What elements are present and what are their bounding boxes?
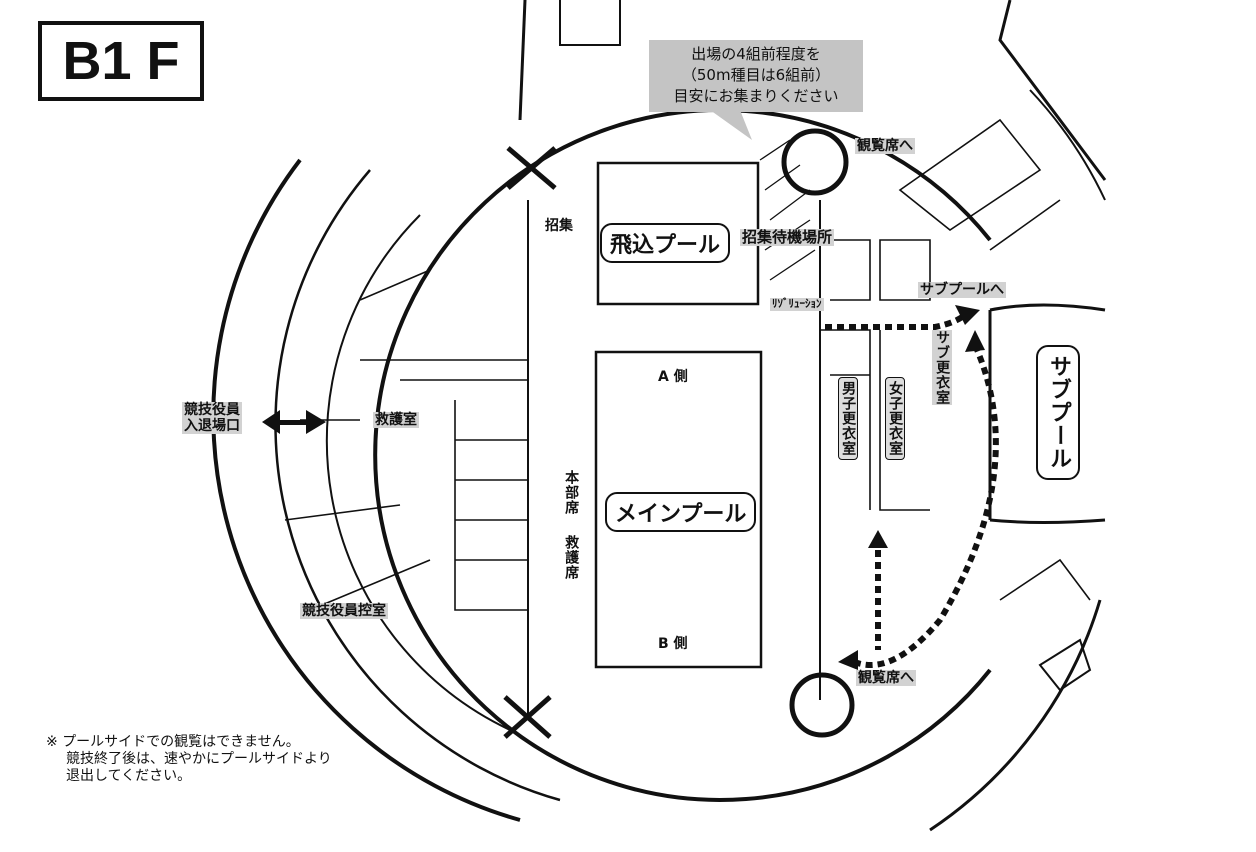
label-hq-seats: 本部席	[563, 470, 580, 515]
label-officials-entrance-line1: 競技役員	[184, 402, 240, 418]
label-womens-changing-room: 女子更衣室	[885, 377, 906, 460]
callout-line: （50m種目は6組前）	[681, 66, 831, 84]
label-officials-entrance: 競技役員 入退場口	[182, 402, 242, 435]
label-spectator-seats-top: 観覧席へ	[855, 138, 915, 155]
callout-line: 出場の4組前程度を	[691, 45, 821, 63]
note-mark: ※	[46, 734, 58, 750]
arrow-head-icon	[868, 530, 888, 548]
arrow-head-icon	[955, 305, 980, 325]
closed-x-icon	[503, 695, 552, 739]
route-to-sub-pool	[825, 312, 999, 668]
label-mens-changing-room: 男子更衣室	[838, 377, 859, 460]
label-officials-waiting-room: 競技役員控室	[300, 603, 388, 620]
diving-pool-name: 飛込プール	[600, 223, 731, 263]
sub-pool-outline	[988, 303, 1106, 524]
note-line2: 競技終了後は、速やかにプールサイドより	[66, 751, 332, 767]
arrow-head-icon	[965, 330, 985, 352]
note-line1: プールサイドでの観覧はできません。	[62, 734, 300, 750]
label-call-waiting-area: 招集待機場所	[740, 228, 835, 247]
label-call-area: 招集	[545, 218, 573, 234]
outer-wall	[211, 158, 521, 822]
label-first-aid-seats: 救護席	[563, 535, 580, 580]
main-pool-name: メインプール	[605, 492, 757, 532]
viewing-note: ※ プールサイドでの観覧はできません。 競技終了後は、速やかにプールサイドより …	[46, 734, 332, 785]
arrow-head-icon	[838, 650, 858, 670]
label-side-b: B 側	[658, 636, 688, 652]
stairs-circle-top[interactable]	[781, 128, 849, 196]
label-sub-changing-room: サブ更衣室	[932, 330, 953, 405]
label-side-a: A 側	[658, 369, 688, 385]
sub-pool-name: サブプール	[1036, 345, 1080, 480]
label-first-aid-room: 救護室	[373, 412, 419, 429]
double-arrow-icon	[262, 410, 326, 434]
main-pool	[594, 350, 763, 669]
label-officials-entrance-line2: 入退場口	[184, 418, 240, 435]
stairs-circle-bottom[interactable]	[789, 672, 855, 738]
label-to-sub-pool: サブプールへ	[918, 282, 1006, 299]
note-line3: 退出してください。	[66, 768, 192, 784]
closed-x-icon	[506, 146, 557, 190]
label-resolution: ﾘｿﾞﾘｭｰｼｮﾝ	[770, 297, 824, 311]
floor-label: B1 F	[38, 21, 204, 101]
assembly-callout: 出場の4組前程度を （50m種目は6組前） 目安にお集まりください	[649, 40, 863, 112]
label-spectator-seats-bottom: 観覧席へ	[856, 670, 916, 687]
callout-line: 目安にお集まりください	[673, 87, 839, 105]
